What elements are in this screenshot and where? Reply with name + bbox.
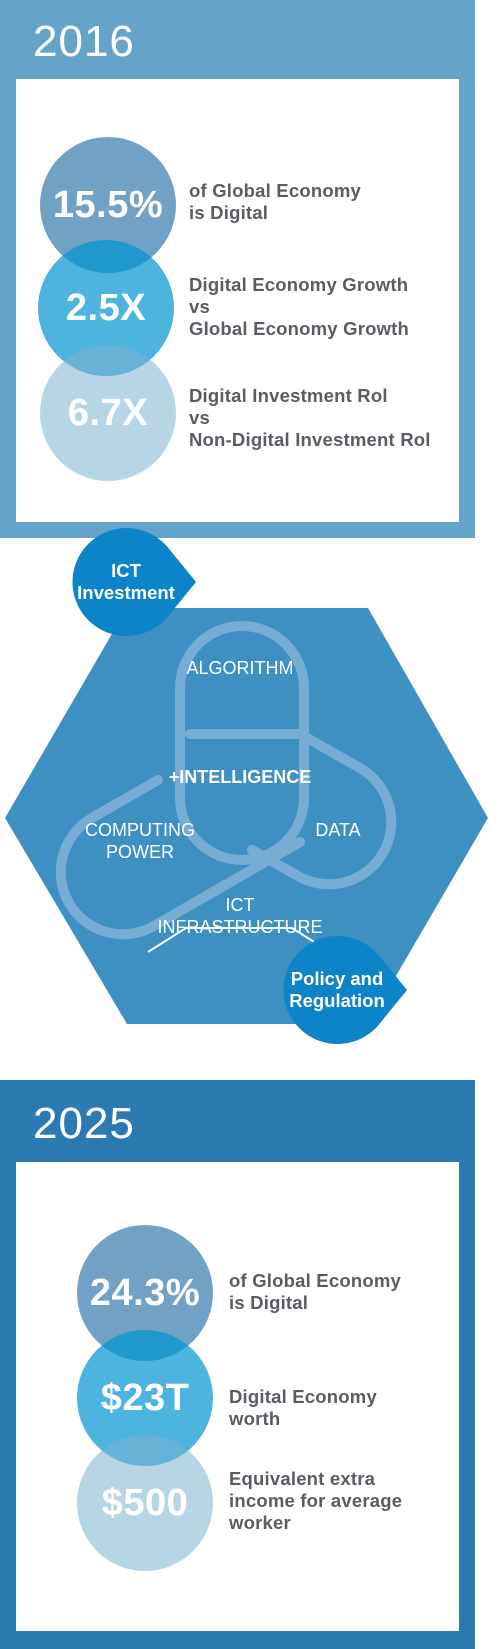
data-label: DATA xyxy=(315,820,361,840)
stat-text-growth-ratio: Digital Economy Growth vs Global Economy… xyxy=(189,274,410,339)
stat-text-extra-income: Equivalent extra income for average work… xyxy=(229,1468,403,1533)
stats-card-2016: 15.5% 2.5X 6.7X of Global Economy is Dig… xyxy=(16,79,459,522)
investment-badge-shape xyxy=(72,527,196,636)
panel-2025: 2025 24.3% $23T $500 of Global Economy i… xyxy=(0,1080,475,1649)
stat-text-investment-roi: Digital Investment Rol vs Non-Digital In… xyxy=(189,385,431,450)
policy-badge-shape xyxy=(283,935,407,1044)
intelligence-label: +INTELLIGENCE xyxy=(168,767,312,787)
stat-text-global-share-2025: of Global Economy is Digital xyxy=(229,1270,401,1313)
panel-2016: 2016 15.5% 2.5X 6.7X of Global Economy i… xyxy=(0,0,475,538)
computing-power-label: COMPUTING POWER xyxy=(85,820,195,862)
data-loop xyxy=(185,729,397,890)
ict-investment-label: ICT Investment xyxy=(77,560,175,603)
stat-circle-economy-worth: $23T xyxy=(77,1330,213,1466)
stat-text-economy-worth: Digital Economy worth xyxy=(229,1386,377,1429)
computing-loop-return xyxy=(215,837,305,893)
algorithm-label: ALGORITHM xyxy=(186,658,294,678)
policy-regulation-badge: Policy and Regulation xyxy=(279,934,407,1046)
ict-investment-badge: ICT Investment xyxy=(68,526,196,638)
stat-text-global-share: of Global Economy is Digital xyxy=(189,180,361,223)
year-2016-heading: 2016 xyxy=(33,17,135,66)
hexagon-diagram-graphic xyxy=(5,608,488,1024)
year-2025-heading: 2025 xyxy=(33,1099,135,1148)
stat-circle-investment-roi: 6.7X xyxy=(40,345,176,481)
stat-circle-extra-income: $500 xyxy=(77,1435,213,1571)
stats-card-2025: 24.3% $23T $500 of Global Economy is Dig… xyxy=(16,1162,459,1631)
hexagon-shape xyxy=(5,608,488,1024)
policy-regulation-label: Policy and Regulation xyxy=(289,968,385,1011)
intelligence-diagram: ICT Investment Policy and Regulation ALG… xyxy=(0,527,503,1080)
algorithm-loop xyxy=(175,621,309,865)
infrastructure-bracket xyxy=(147,927,331,953)
computing-loop xyxy=(55,775,225,940)
ict-infrastructure-label: ICT INFRASTRUCTURE xyxy=(157,895,323,937)
